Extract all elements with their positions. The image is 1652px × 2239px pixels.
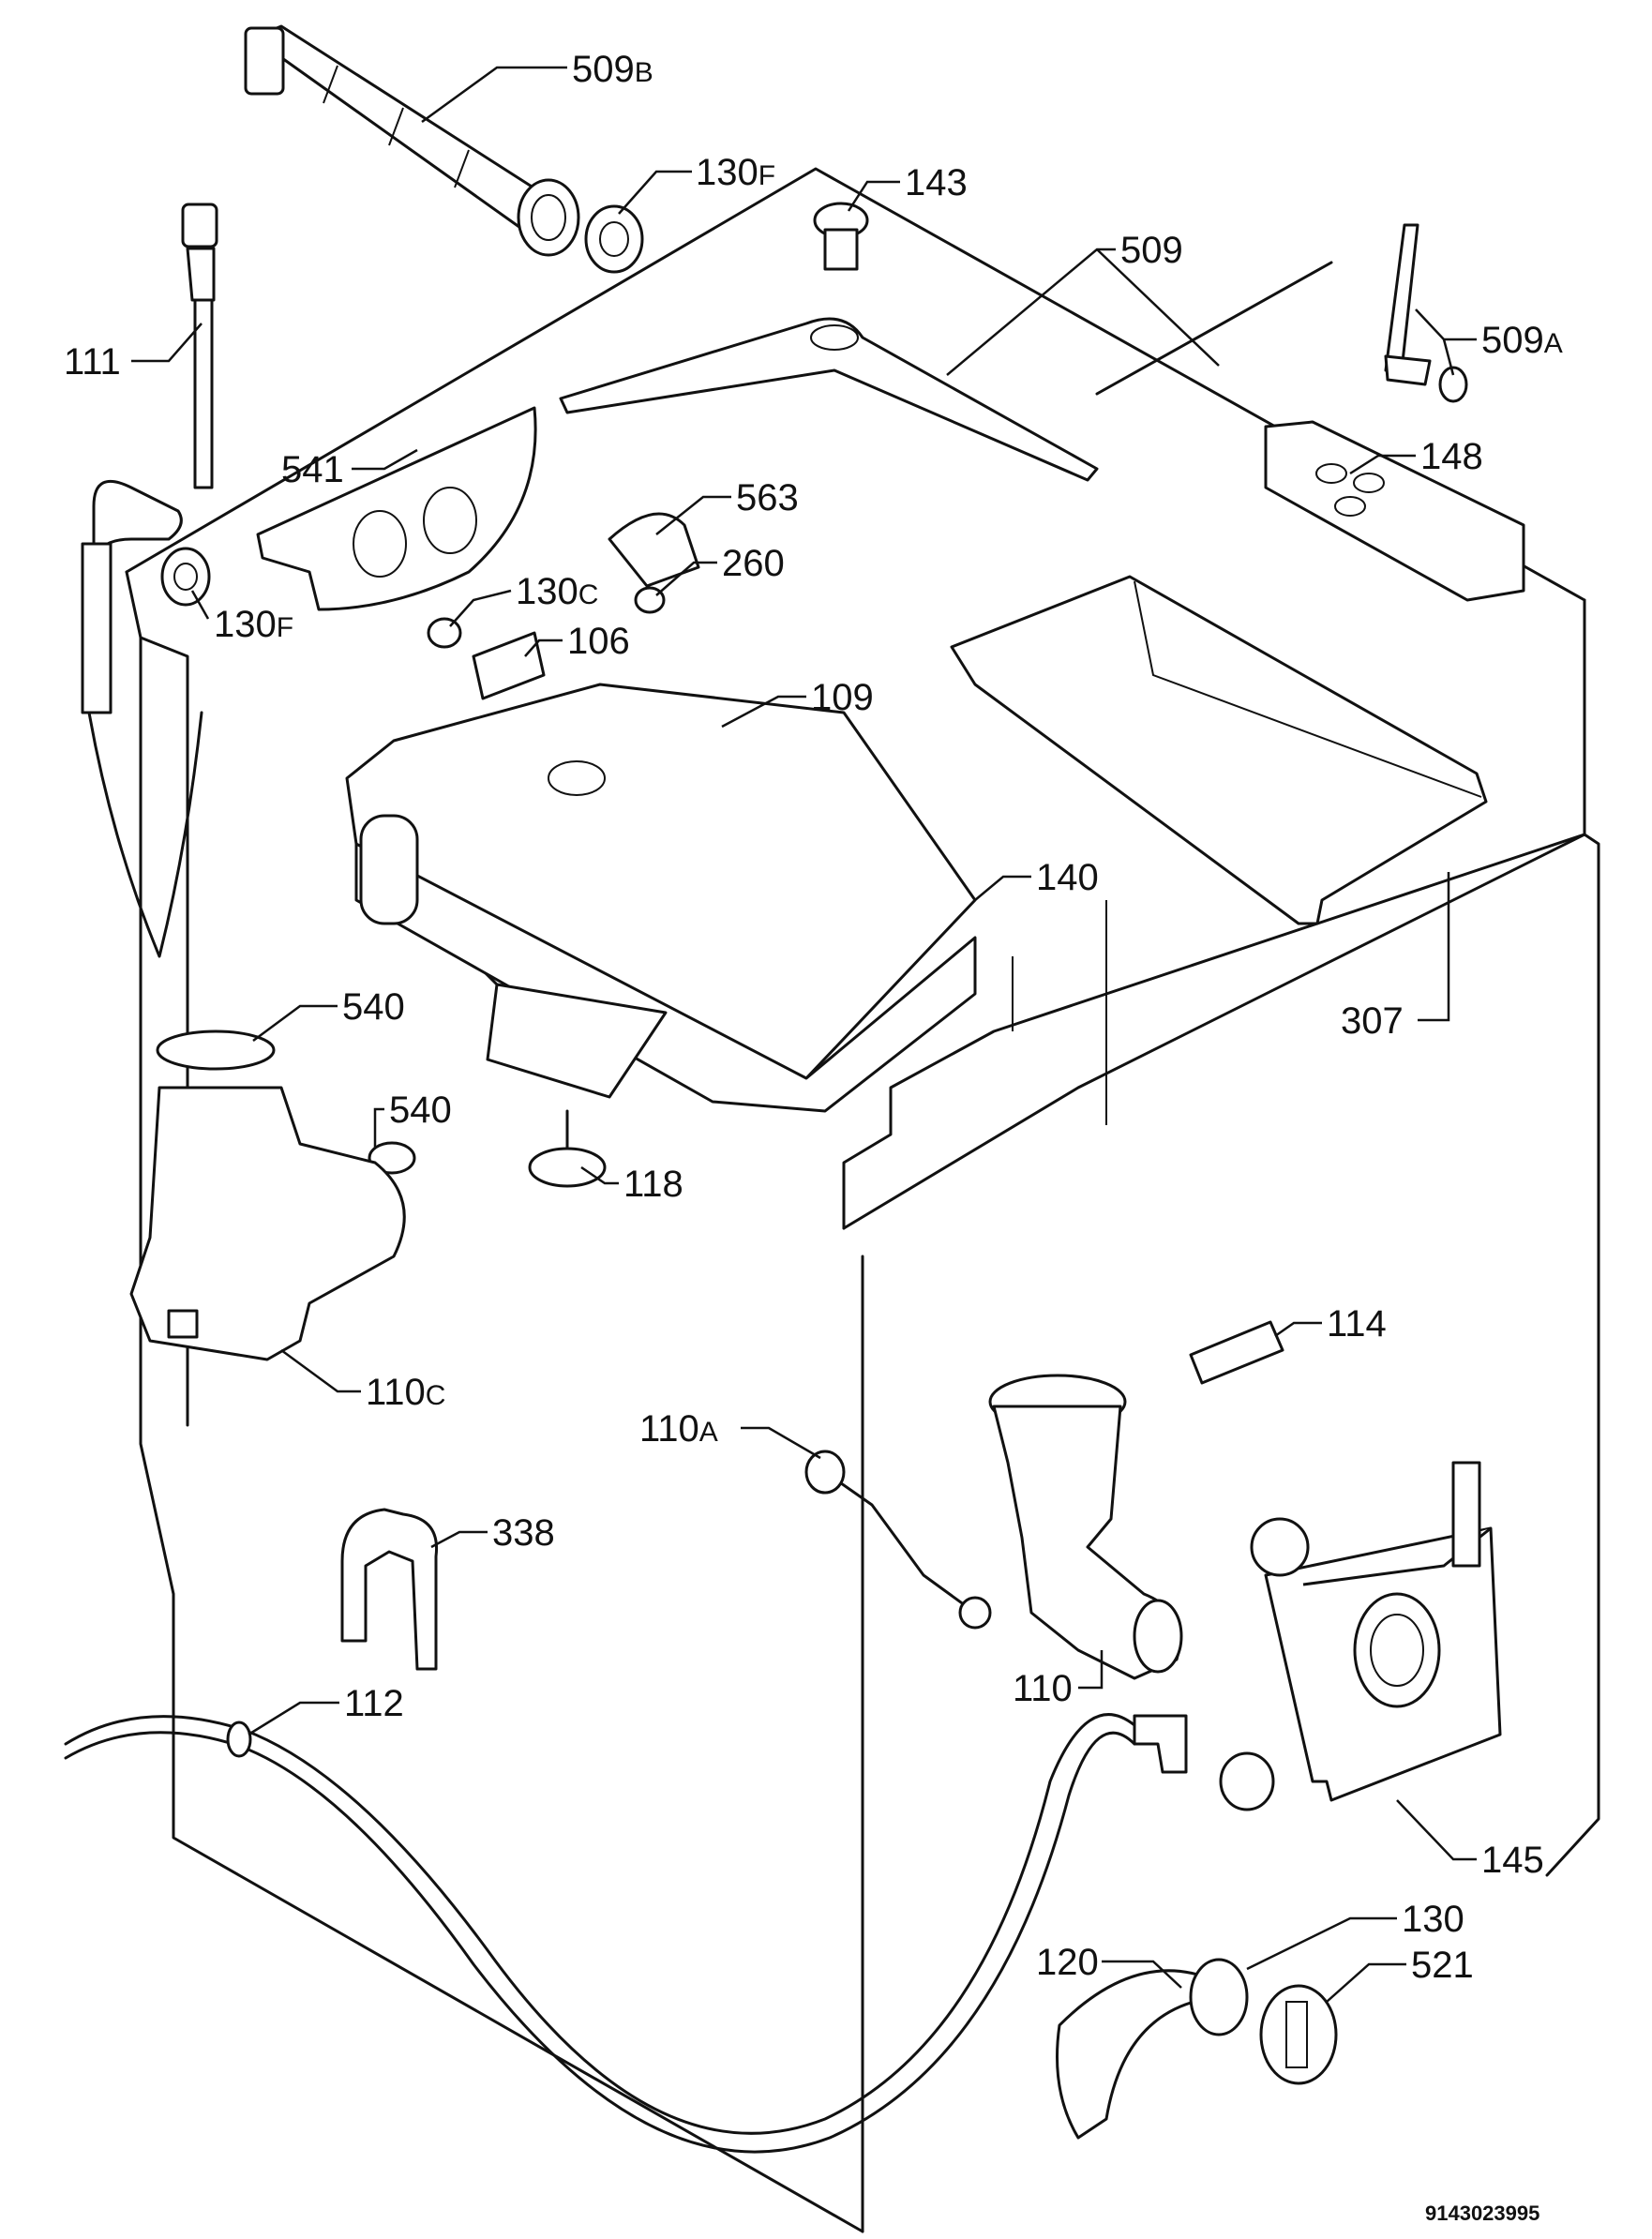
callout-563: 563 (736, 477, 799, 518)
callout-106: 106 (567, 621, 630, 662)
part-130f-top-washer (584, 204, 644, 274)
callout-109: 109 (811, 677, 874, 718)
part-145-drain-pump (1219, 1461, 1502, 1811)
part-114-sensor (1189, 1320, 1284, 1385)
part-338-hose-guide (340, 1508, 439, 1671)
document-number: 9143023995 (1425, 2201, 1540, 2225)
callout-110: 110 (1013, 1668, 1073, 1709)
callout-338: 338 (492, 1512, 555, 1554)
part-540-clamp-large (156, 1029, 276, 1071)
part-110c-sump-hose (129, 1086, 406, 1361)
callout-509: 509 (1120, 230, 1183, 271)
part-110a-tube (804, 1450, 992, 1630)
callout-521: 521 (1411, 1945, 1474, 1986)
part-509a-link (1384, 223, 1468, 403)
callout-509b: 509B (572, 49, 653, 90)
callout-112: 112 (344, 1683, 404, 1724)
part-118-float (528, 1109, 607, 1188)
callout-130: 130 (1402, 1899, 1464, 1940)
part-112-drain-outlet-hose (64, 1713, 1188, 2154)
callout-120: 120 (1036, 1942, 1099, 1983)
callout-307: 307 (1341, 1000, 1404, 1042)
callout-148: 148 (1420, 436, 1483, 477)
callout-509a: 509A (1481, 320, 1563, 361)
part-140-dispenser-housing (354, 814, 977, 1113)
part-130-seal (1189, 1958, 1249, 2036)
part-521-filter-cap (1259, 1984, 1338, 2085)
callout-118: 118 (623, 1164, 683, 1205)
part-120-filter (1056, 1969, 1221, 2140)
part-148-microswitch-plate (1264, 420, 1525, 602)
callout-110c: 110C (366, 1372, 446, 1413)
part-307-detergent-drawer (950, 575, 1488, 925)
part-130c-spring (427, 617, 462, 649)
callout-540-large: 540 (342, 986, 405, 1028)
callout-260: 260 (722, 543, 785, 584)
leader-lines (131, 66, 1477, 2003)
callout-130f-top: 130F (696, 152, 776, 193)
part-563-cam (608, 512, 700, 588)
part-130f-left-washer (160, 547, 211, 607)
callout-130c: 130C (516, 571, 599, 612)
part-106-clip (472, 631, 546, 700)
callout-110a: 110A (639, 1408, 718, 1450)
part-110-drain-hose (988, 1374, 1183, 1680)
callout-540-small: 540 (389, 1089, 452, 1131)
callout-130f-left: 130F (214, 604, 294, 645)
part-111-fill-hose (81, 203, 218, 958)
callout-111: 111 (64, 341, 121, 383)
part-509-lever (559, 261, 1333, 482)
callout-143: 143 (905, 162, 968, 203)
part-509b-inlet-pipe (244, 24, 580, 257)
part-143-knob (813, 202, 869, 271)
callout-541: 541 (281, 449, 344, 490)
callout-114: 114 (1327, 1303, 1387, 1345)
callout-140: 140 (1036, 857, 1099, 898)
callout-145: 145 (1481, 1840, 1544, 1881)
part-540-clamp-small (368, 1141, 416, 1175)
part-541-panel (256, 406, 537, 611)
